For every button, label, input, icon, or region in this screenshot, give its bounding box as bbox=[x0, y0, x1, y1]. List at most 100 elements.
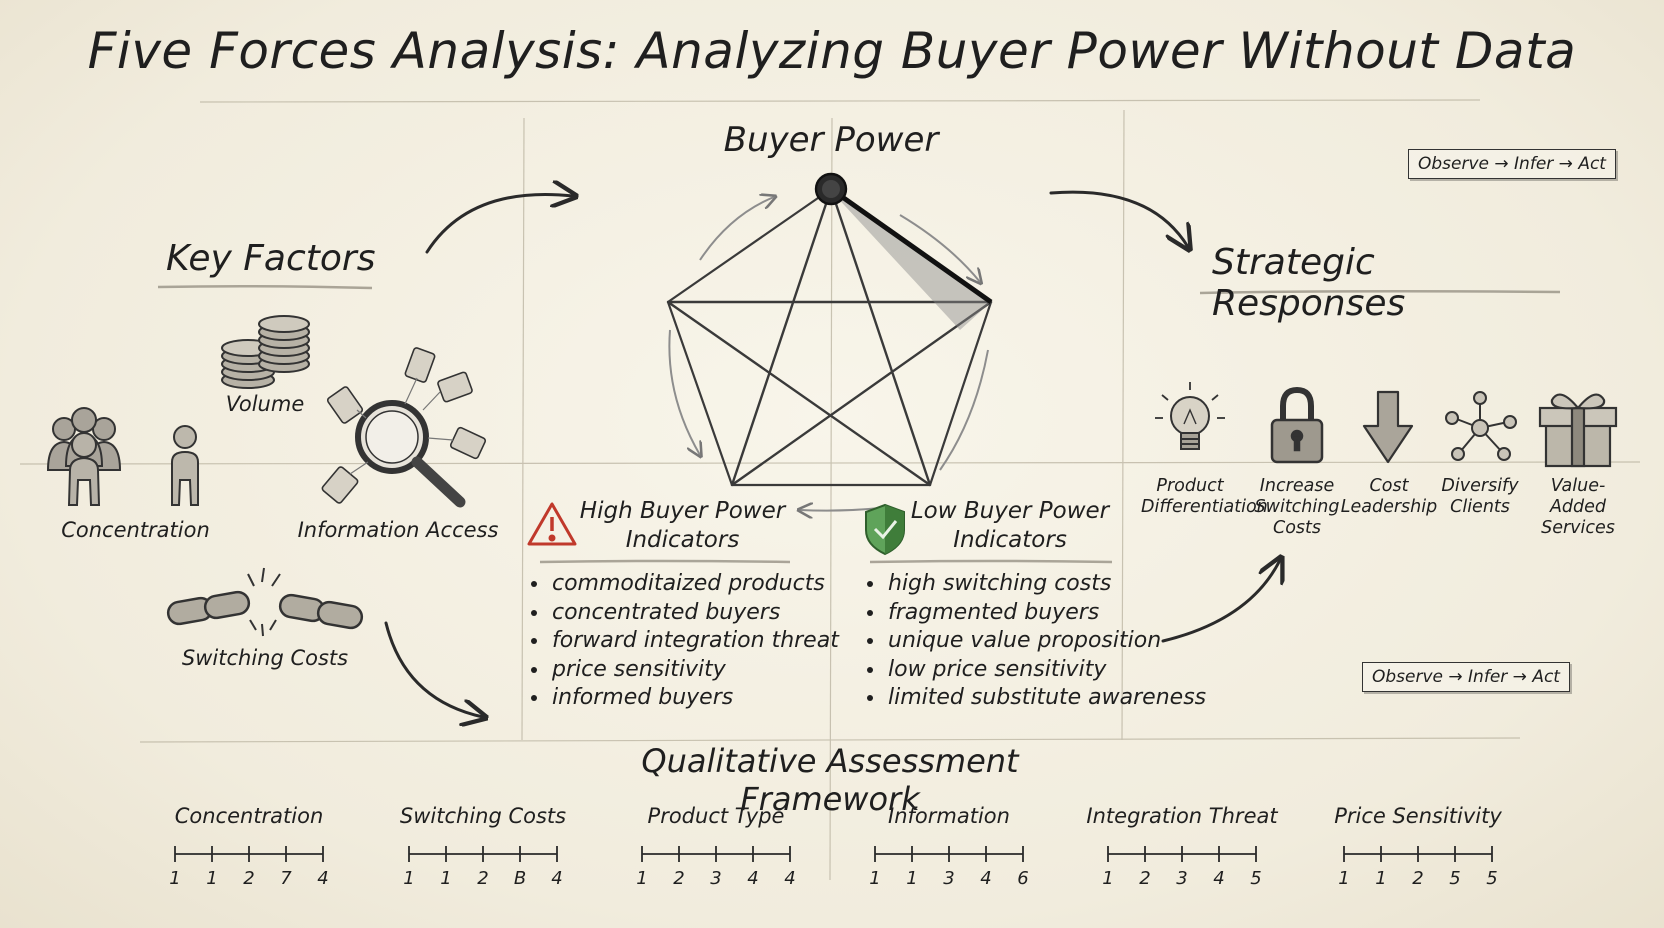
network-nodes-icon bbox=[1445, 391, 1517, 461]
framework-heading: Qualitative Assessment Framework bbox=[641, 742, 1019, 818]
scale-tick-label: 4 bbox=[551, 868, 563, 889]
scale-tick-label: 1 bbox=[1375, 868, 1387, 889]
scale-tick-label: 2 bbox=[243, 868, 255, 889]
low-indicators-heading-line2: Indicators bbox=[953, 527, 1067, 553]
list-item: fragmented buyers bbox=[886, 599, 1216, 628]
scale-tick-label: 4 bbox=[784, 868, 796, 889]
scale-tick-label: 2 bbox=[1412, 868, 1424, 889]
lightbulb-icon bbox=[1155, 382, 1225, 450]
scale-tick-label: 1 bbox=[1338, 868, 1350, 889]
broken-chain-icon bbox=[166, 567, 364, 637]
factor-label-concentration: Concentration bbox=[61, 518, 210, 542]
down-arrow-icon bbox=[1362, 390, 1414, 464]
response-label-value-added-services: Value-Added Services bbox=[1527, 476, 1629, 539]
scale-tick-label: 4 bbox=[1213, 868, 1225, 889]
low-indicators-heading: Low Buyer Power Indicators bbox=[905, 497, 1115, 555]
cycle-arrows bbox=[668, 197, 989, 511]
shield-check-icon bbox=[865, 503, 905, 556]
flow-arrow-indicators-to-responses bbox=[1161, 560, 1280, 643]
list-item: high switching costs bbox=[886, 570, 1216, 599]
people-group-icon bbox=[46, 407, 199, 506]
scale-tick-label: 1 bbox=[869, 868, 881, 889]
scale-tick-label: 1 bbox=[1102, 868, 1114, 889]
low-indicators-heading-line1: Low Buyer Power bbox=[910, 498, 1110, 524]
page-title: Five Forces Analysis: Analyzing Buyer Po… bbox=[87, 22, 1577, 80]
response-label-line: Costs bbox=[1272, 518, 1322, 538]
magnifier-price-tags-icon bbox=[321, 347, 487, 508]
coin-stack-icon bbox=[221, 315, 310, 389]
scale-name: Switching Costs bbox=[399, 804, 567, 828]
scale-tick-label: 1 bbox=[440, 868, 452, 889]
response-label-line: Leadership bbox=[1340, 497, 1438, 517]
scale-tick-label: 2 bbox=[673, 868, 685, 889]
response-label-product-differentiation: Product Differentiation bbox=[1141, 476, 1268, 518]
response-label-cost-leadership: Cost Leadership bbox=[1340, 476, 1438, 518]
observe-infer-act-box-bottom: Observe → Infer → Act bbox=[1362, 662, 1570, 692]
flow-arrow-power-to-responses bbox=[1049, 190, 1188, 247]
flow-arrow-factors-to-power bbox=[425, 194, 573, 254]
scale-tick-label: 4 bbox=[980, 868, 992, 889]
list-item: forward integration threat bbox=[550, 627, 860, 656]
scale-tick-label: 5 bbox=[1486, 868, 1498, 889]
high-indicators-heading-line2: Indicators bbox=[625, 527, 740, 553]
scale-tick-label: 1 bbox=[906, 868, 918, 889]
high-indicators-list: commoditaized products concentrated buye… bbox=[526, 570, 860, 713]
response-label-line: Differentiation bbox=[1141, 497, 1268, 517]
assessment-scales bbox=[174, 846, 1493, 862]
factor-label-volume: Volume bbox=[225, 392, 305, 416]
response-label-line: Clients bbox=[1450, 497, 1510, 517]
list-item: price sensitivity bbox=[550, 656, 860, 685]
scale-name: Product Type bbox=[647, 804, 785, 828]
response-label-line: Value-Added bbox=[1549, 476, 1607, 517]
response-label-line: Increase bbox=[1259, 476, 1335, 496]
response-label-line: Product bbox=[1156, 476, 1224, 496]
list-item: low price sensitivity bbox=[886, 656, 1216, 685]
center-heading: Buyer Power bbox=[723, 120, 939, 160]
flow-arrow-factors-to-framework bbox=[384, 621, 483, 717]
observe-infer-act-box-top: Observe → Infer → Act bbox=[1408, 149, 1616, 179]
scale-tick-label: 7 bbox=[280, 868, 292, 889]
scale-tick-label: 1 bbox=[636, 868, 648, 889]
scale-tick-label: 5 bbox=[1449, 868, 1461, 889]
warning-triangle-icon bbox=[527, 502, 577, 546]
factor-label-switching-costs: Switching Costs bbox=[181, 646, 349, 670]
scale-tick-label: 3 bbox=[943, 868, 955, 889]
scale-tick-label: 3 bbox=[1176, 868, 1188, 889]
scale-tick-label: 1 bbox=[206, 868, 218, 889]
padlock-icon bbox=[1270, 386, 1324, 464]
list-item: limited substitute awareness bbox=[886, 684, 1216, 713]
list-item: unique value proposition bbox=[886, 627, 1216, 656]
scale-tick-label: 4 bbox=[317, 868, 329, 889]
response-label-line: Cost bbox=[1369, 476, 1409, 496]
list-item: concentrated buyers bbox=[550, 599, 860, 628]
response-label-line: Services bbox=[1541, 518, 1615, 538]
scale-name: Integration Threat bbox=[1086, 804, 1278, 828]
scale-tick-label: 6 bbox=[1017, 868, 1029, 889]
scale-tick-label: B bbox=[513, 868, 527, 889]
scale-tick-label: 1 bbox=[403, 868, 415, 889]
list-item: informed buyers bbox=[550, 684, 860, 713]
scale-tick-label: 3 bbox=[710, 868, 722, 889]
response-label-line: Switching bbox=[1254, 497, 1340, 517]
strategic-responses-heading: Strategic Responses bbox=[1212, 242, 1406, 324]
scale-tick-label: 5 bbox=[1250, 868, 1262, 889]
response-label-diversify-clients: Diversify Clients bbox=[1431, 476, 1529, 518]
scale-name: Price Sensitivity bbox=[1334, 804, 1502, 828]
scale-tick-label: 4 bbox=[747, 868, 759, 889]
gift-box-icon bbox=[1538, 393, 1618, 468]
scale-tick-label: 2 bbox=[1139, 868, 1151, 889]
response-label-increase-switching-costs: Increase Switching Costs bbox=[1248, 476, 1346, 539]
scale-name: Information bbox=[888, 804, 1010, 828]
scale-tick-label: 2 bbox=[477, 868, 489, 889]
scale-name: Concentration bbox=[174, 804, 324, 828]
high-indicators-heading-line1: High Buyer Power bbox=[579, 498, 786, 524]
low-indicators-list: high switching costs fragmented buyers u… bbox=[862, 570, 1216, 713]
pentagram-diagram bbox=[666, 172, 993, 487]
factor-label-information-access: Information Access bbox=[297, 518, 499, 542]
response-label-line: Diversify bbox=[1441, 476, 1519, 496]
scale-tick-label: 1 bbox=[169, 868, 181, 889]
list-item: commoditaized products bbox=[550, 570, 860, 599]
key-factors-heading: Key Factors bbox=[166, 238, 376, 279]
